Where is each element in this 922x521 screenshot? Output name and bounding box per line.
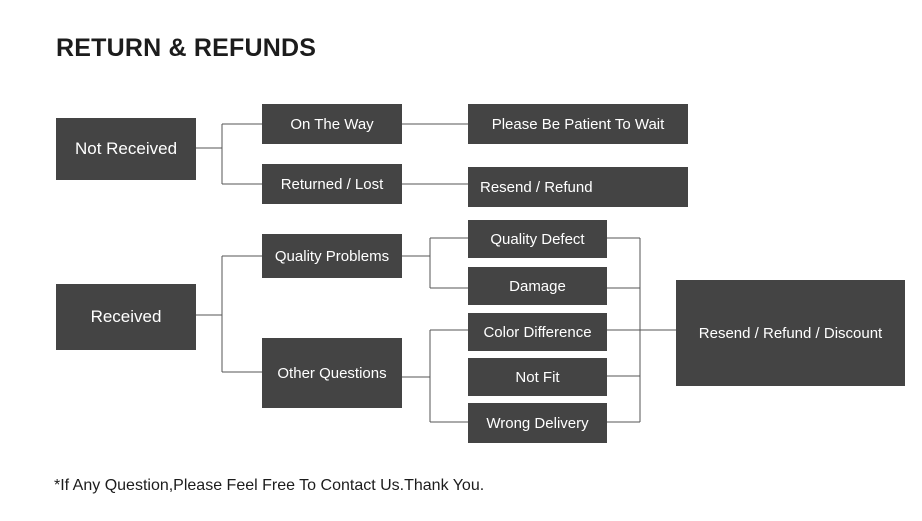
node-please-be-patient: Please Be Patient To Wait [468,104,688,144]
node-not-received: Not Received [56,118,196,180]
node-not-fit: Not Fit [468,358,607,396]
node-wrong-delivery: Wrong Delivery [468,403,607,443]
node-on-the-way: On The Way [262,104,402,144]
node-returned-lost: Returned / Lost [262,164,402,204]
node-damage: Damage [468,267,607,305]
node-quality-problems: Quality Problems [262,234,402,278]
footnote: *If Any Question,Please Feel Free To Con… [54,477,485,494]
node-quality-defect: Quality Defect [468,220,607,258]
node-resend-refund-discount: Resend / Refund / Discount [676,280,905,386]
node-resend-refund: Resend / Refund [468,167,688,207]
node-received: Received [56,284,196,350]
node-color-difference: Color Difference [468,313,607,351]
page-title: RETURN & REFUNDS [56,34,317,62]
node-other-questions: Other Questions [262,338,402,408]
